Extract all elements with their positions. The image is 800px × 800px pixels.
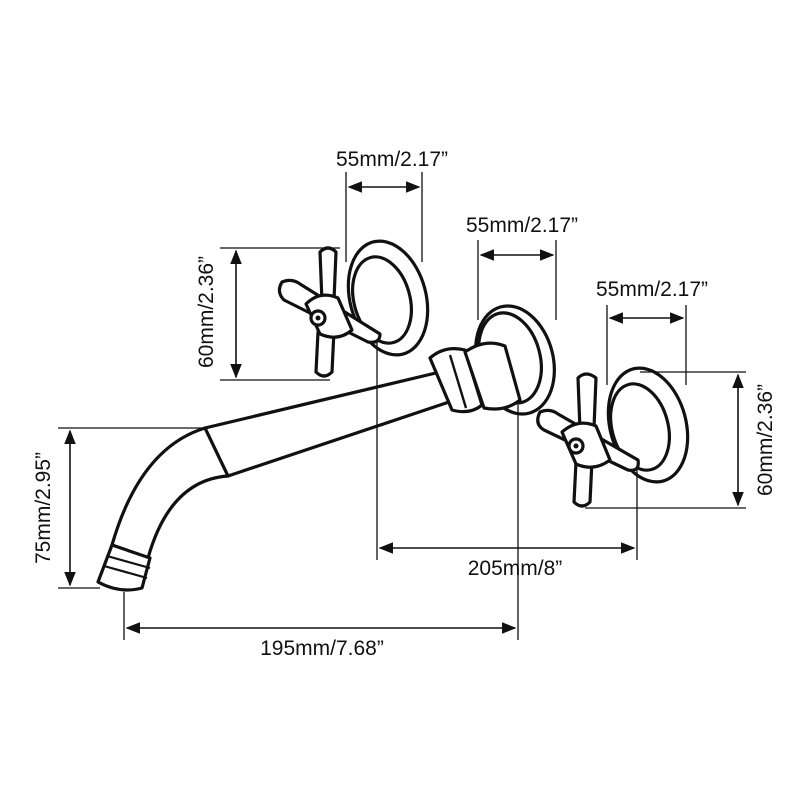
label-spout-drop: 75mm/2.95” [32,452,55,564]
dimension-right-handle-height: 60mm/2.36” [585,371,777,509]
dimension-spout-drop: 75mm/2.95” [32,427,205,589]
label-center-flange-width: 55mm/2.17” [466,214,578,237]
dimension-center-flange-width: 55mm/2.17” [466,214,578,320]
dimension-right-handle-width: 55mm/2.17” [596,278,708,385]
dimension-left-handle-height: 60mm/2.36” [195,247,340,381]
left-handle [277,239,430,378]
label-spout-reach: 195mm/7.68” [260,637,384,660]
spout [96,347,484,592]
label-left-handle-width: 55mm/2.17” [336,148,448,171]
label-handle-spacing: 205mm/8” [468,557,563,580]
label-right-handle-height: 60mm/2.36” [754,384,777,496]
right-handle [536,366,690,508]
label-left-handle-height: 60mm/2.36” [195,256,218,368]
center-flange [463,304,556,416]
dimension-spout-reach: 195mm/7.68” [123,405,519,660]
label-right-handle-width: 55mm/2.17” [596,278,708,301]
dimension-left-handle-width: 55mm/2.17” [336,148,448,262]
dimension-handle-spacing: 205mm/8” [376,340,638,580]
